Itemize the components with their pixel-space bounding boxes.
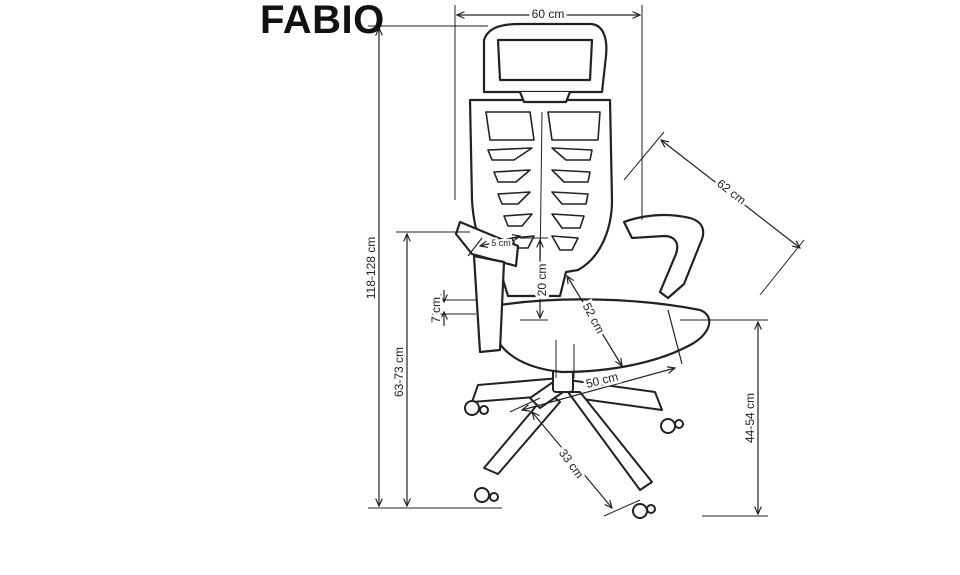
dimension-total-height-label: 118-128 cm (364, 237, 378, 299)
dimension-armrest-height: 63-73 cm (389, 231, 470, 506)
dimension-armrest-to-seat-label: 20 cm (535, 264, 549, 297)
chair-seat (492, 298, 711, 374)
dimension-armrest-to-seat: 20 cm (520, 237, 552, 321)
dimension-seat-height-label: 44-54 cm (743, 393, 757, 443)
dimension-depth-label: 62 cm (714, 176, 748, 207)
dimension-armrest-adjust-label: 7 cm (429, 297, 443, 323)
dimension-width-label: 60 cm (532, 7, 565, 21)
dimension-armrest-adjust: 7 cm (427, 290, 476, 326)
chair-casters (464, 400, 684, 519)
dimension-depth: 62 cm (623, 131, 805, 296)
dimension-seat-height: 44-54 cm (680, 319, 768, 517)
backrest-slats (485, 111, 601, 273)
chair-illustration (454, 22, 711, 519)
dimension-armrest-width: 5 cm (467, 236, 520, 257)
chair-headrest (482, 22, 608, 104)
right-armrest (622, 213, 705, 300)
product-title: FABIO (260, 0, 385, 42)
dimension-base-radius-label: 33 cm (556, 446, 587, 481)
dimension-total-height: 118-128 cm (361, 25, 502, 509)
dimension-armrest-width-label: 5 cm (491, 238, 511, 248)
dimension-width: 60 cm (454, 4, 643, 220)
dimension-armrest-height-label: 63-73 cm (392, 347, 406, 397)
